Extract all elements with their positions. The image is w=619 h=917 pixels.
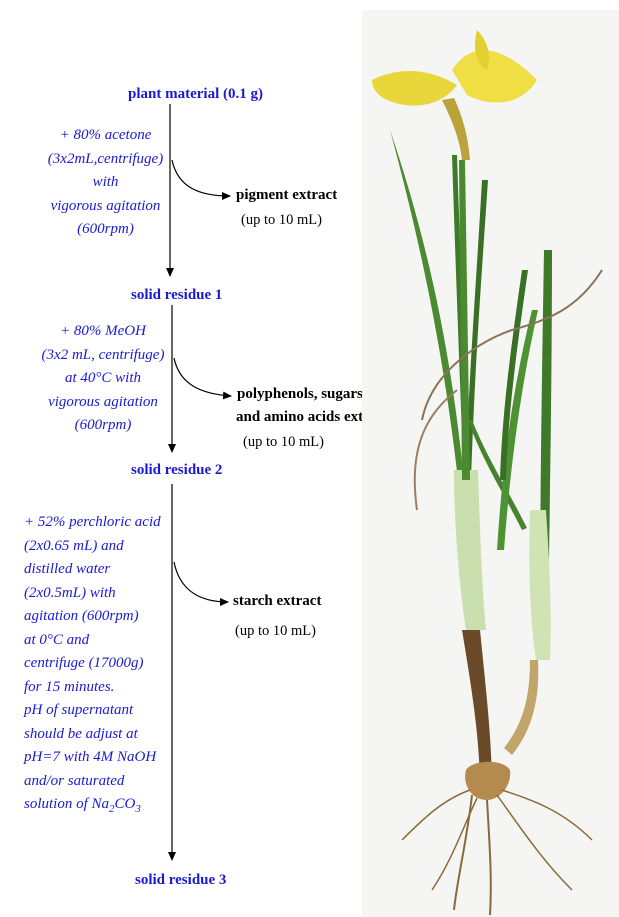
condition-line: vigorous agitation: [33, 391, 173, 415]
condition-line: for 15 minutes.: [24, 676, 161, 700]
step1-conditions: + 80% acetone (3x2mL,centrifuge) with vi…: [38, 124, 173, 242]
condition-line: should be adjust at: [24, 723, 161, 747]
condition-text: CO: [115, 796, 136, 812]
iris-plant-photo: [362, 10, 619, 917]
arrow-branch-2: [174, 358, 231, 396]
residue1-node: solid residue 1: [131, 287, 222, 304]
condition-line: distilled water: [24, 558, 161, 582]
condition-line: with: [38, 171, 173, 195]
condition-line: (600rpm): [38, 218, 173, 242]
condition-line: (3x2 mL, centrifuge): [33, 344, 173, 368]
residue2-node: solid residue 2: [131, 462, 222, 479]
starch-extract-volume: (up to 10 mL): [235, 623, 316, 640]
pigment-extract-volume: (up to 10 mL): [241, 212, 322, 229]
arrow-branch-3: [174, 562, 228, 602]
condition-line: (600rpm): [33, 414, 173, 438]
arrow-branch-1: [172, 160, 230, 196]
condition-line: at 40°C with: [33, 367, 173, 391]
condition-line: and/or saturated: [24, 770, 161, 794]
subscript: 3: [135, 803, 141, 815]
condition-line: pH of supernatant: [24, 699, 161, 723]
step3-conditions: + 52% perchloric acid (2x0.65 mL) and di…: [24, 511, 161, 822]
condition-line: at 0°C and: [24, 629, 161, 653]
iris-plant-illustration: [362, 10, 619, 917]
start-node: plant material (0.1 g): [128, 86, 263, 103]
residue3-node: solid residue 3: [135, 872, 226, 889]
condition-line: (3x2mL,centrifuge): [38, 148, 173, 172]
condition-line: + 52% perchloric acid: [24, 511, 161, 535]
condition-line: + 80% MeOH: [33, 320, 173, 344]
step2-conditions: + 80% MeOH (3x2 mL, centrifuge) at 40°C …: [33, 320, 173, 438]
condition-line: + 80% acetone: [38, 124, 173, 148]
condition-line: pH=7 with 4M NaOH: [24, 746, 161, 770]
condition-line: centrifuge (17000g): [24, 652, 161, 676]
condition-line: agitation (600rpm): [24, 605, 161, 629]
condition-line: (2x0.5mL) with: [24, 582, 161, 606]
condition-line-formula: solution of Na2CO3: [24, 793, 161, 822]
condition-line: (2x0.65 mL) and: [24, 535, 161, 559]
polyphenols-extract-label-1: polyphenols, sugars: [237, 386, 363, 403]
pigment-extract-label: pigment extract: [236, 187, 337, 204]
starch-extract-label: starch extract: [233, 593, 321, 610]
polyphenols-extract-volume: (up to 10 mL): [243, 434, 324, 451]
condition-text: solution of Na: [24, 796, 109, 812]
condition-line: vigorous agitation: [38, 195, 173, 219]
